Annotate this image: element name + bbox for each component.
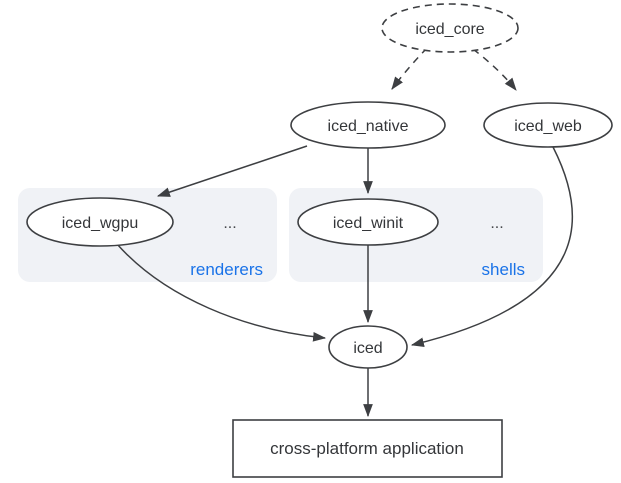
node-iced_winit-label: iced_winit: [333, 215, 404, 232]
edge-iced_core-iced_native: [391, 47, 428, 90]
group-shells-label: shells: [482, 260, 525, 279]
node-iced_core: iced_core: [381, 3, 519, 53]
node-cross-platform-application-label: cross-platform application: [270, 439, 464, 458]
edge-iced_web-iced: [410, 146, 574, 347]
group-shells-ellipsis: ...: [490, 215, 503, 232]
edge-iced_wgpu-iced: [116, 243, 327, 342]
edges: [116, 47, 574, 418]
group-renderers-label: renderers: [190, 260, 263, 279]
node-iced: iced: [328, 325, 408, 369]
node-cross-platform-application: cross-platform application: [232, 419, 503, 478]
node-iced_web: iced_web: [483, 102, 613, 148]
node-iced_native-label: iced_native: [328, 118, 409, 135]
node-iced_winit: iced_winit: [297, 198, 439, 246]
node-iced_wgpu: iced_wgpu: [26, 197, 174, 247]
node-iced_wgpu-shape: [26, 197, 174, 247]
node-iced_core-label: iced_core: [415, 21, 484, 38]
node-iced_core-shape: [381, 3, 519, 53]
node-iced_native: iced_native: [290, 101, 446, 149]
node-iced_native-shape: [290, 101, 446, 149]
edge-iced_core-iced_web: [472, 48, 517, 91]
group-renderers-ellipsis: ...: [223, 215, 236, 232]
node-iced-shape: [328, 325, 408, 369]
node-iced_web-label: iced_web: [514, 118, 582, 135]
edge-iced_native-iced_wgpu: [156, 145, 308, 197]
node-iced_winit-shape: [297, 198, 439, 246]
node-iced_web-shape: [483, 102, 613, 148]
node-iced_wgpu-label: iced_wgpu: [62, 215, 139, 232]
node-iced-label: iced: [353, 340, 382, 357]
node-cross-platform-application-shape: [232, 419, 503, 478]
